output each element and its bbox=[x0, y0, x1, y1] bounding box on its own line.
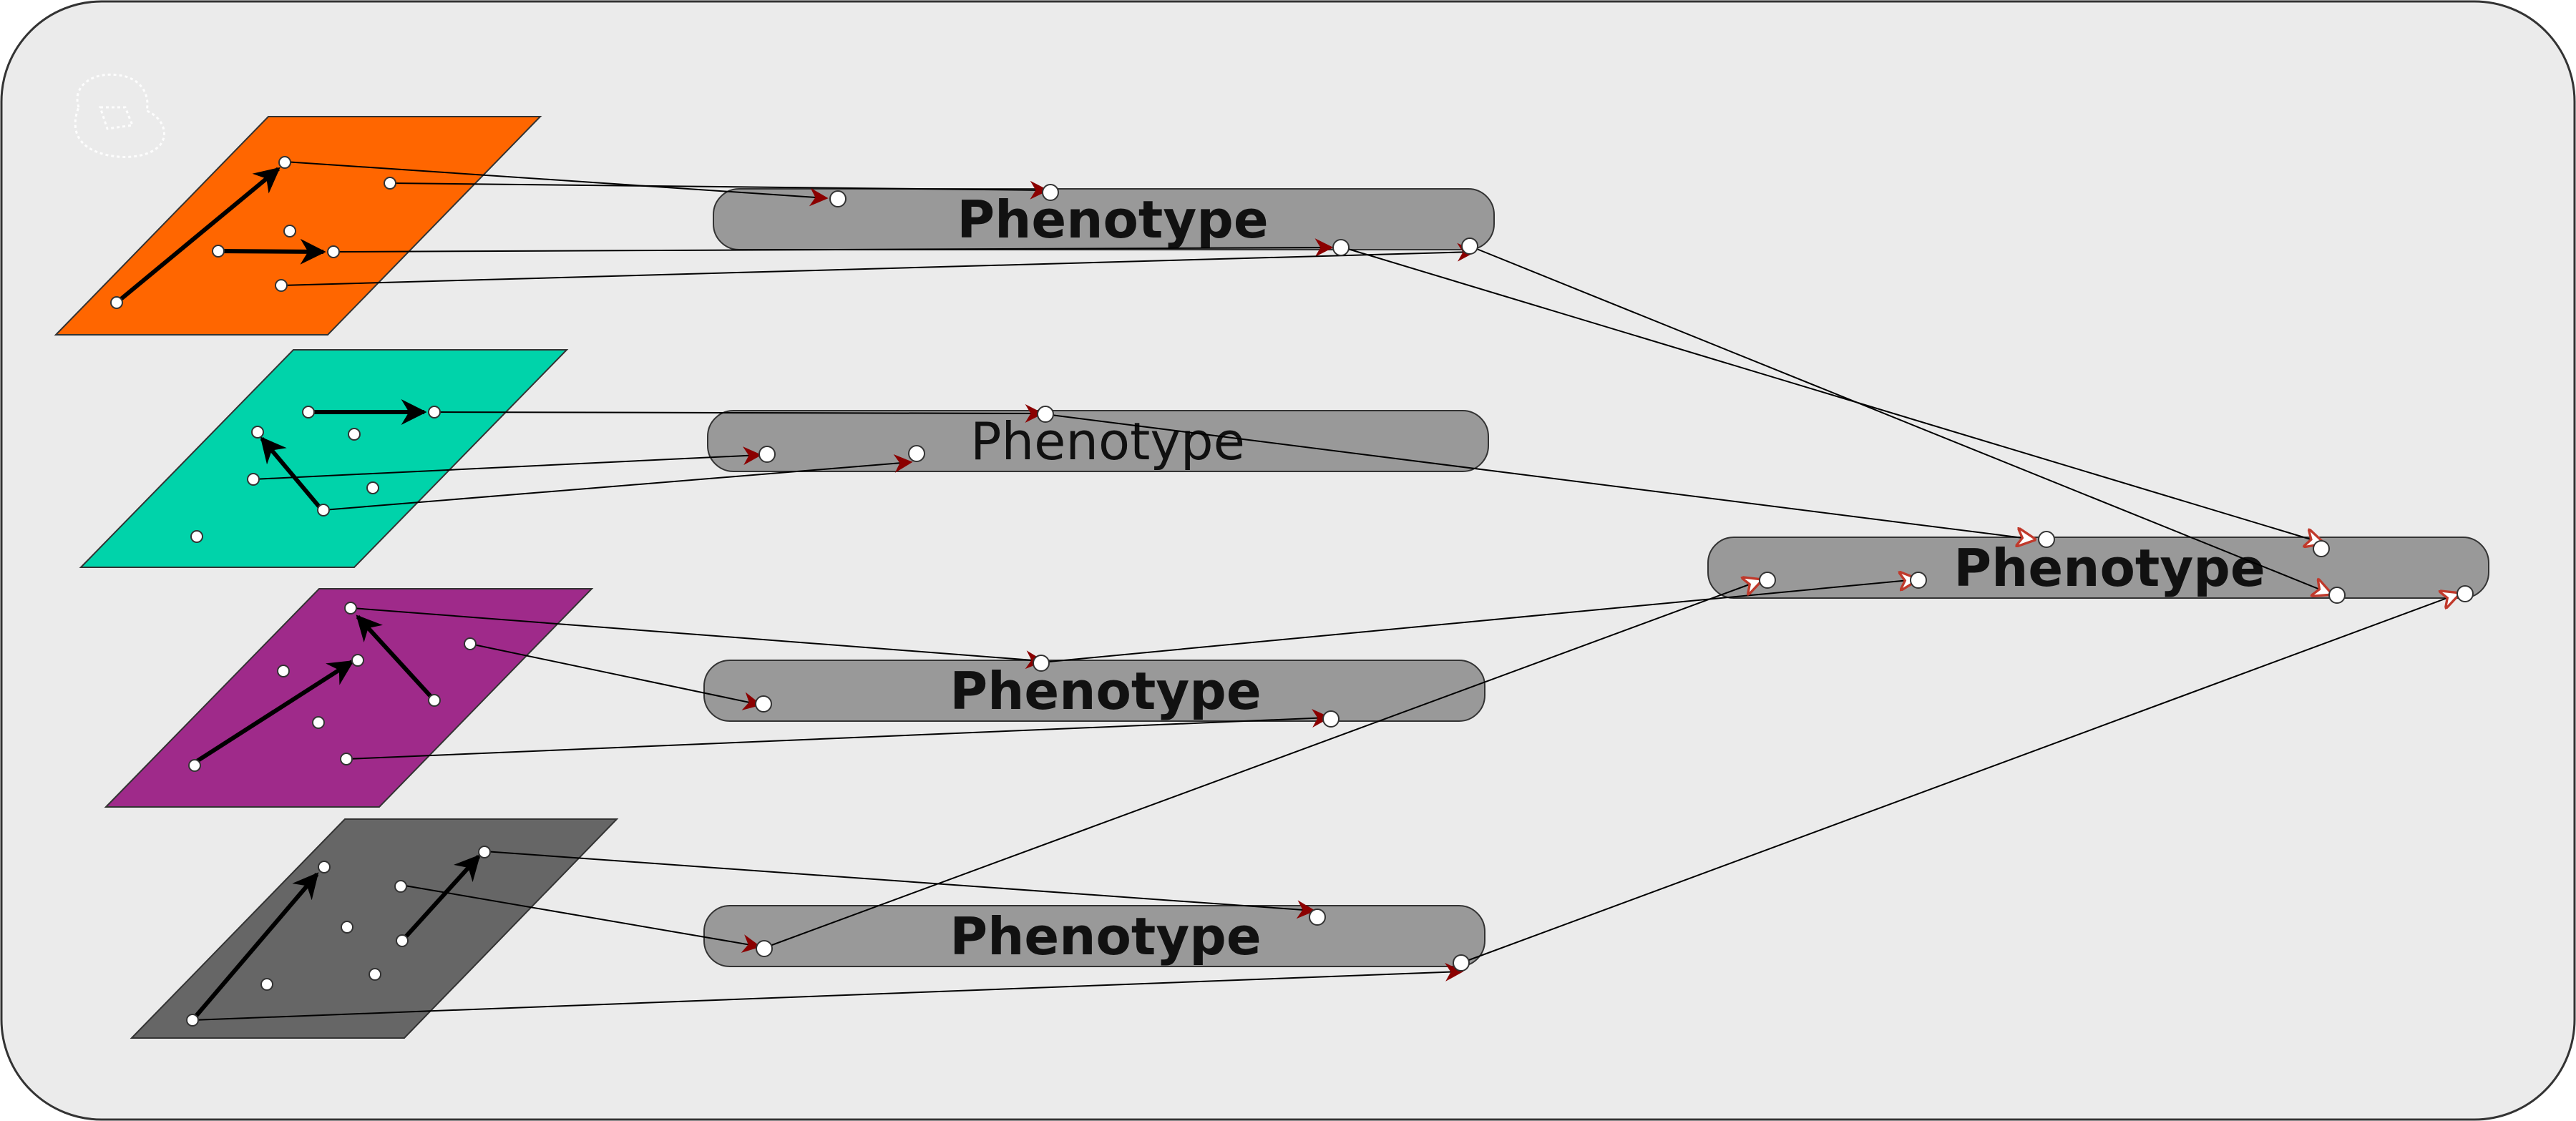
edge bbox=[763, 580, 1761, 949]
layer-plane-teal bbox=[79, 349, 569, 568]
node bbox=[1322, 710, 1340, 728]
phenotype-label-2: Phenotype bbox=[970, 411, 1245, 471]
edge bbox=[333, 238, 1334, 258]
node bbox=[1910, 572, 1927, 589]
node bbox=[1033, 655, 1050, 672]
edge bbox=[1045, 413, 2034, 539]
intra-arrow bbox=[356, 615, 436, 703]
layer-plane-gray bbox=[130, 818, 619, 1039]
node bbox=[2457, 585, 2474, 602]
edge bbox=[284, 161, 829, 207]
phenotype-label-4: Phenotype bbox=[950, 906, 1261, 966]
node bbox=[755, 695, 772, 713]
node bbox=[384, 177, 396, 190]
intra-arrow bbox=[260, 436, 324, 511]
node bbox=[1461, 238, 1478, 255]
phenotype-label-3: Phenotype bbox=[950, 661, 1261, 721]
node bbox=[2313, 540, 2330, 557]
edge bbox=[351, 607, 1045, 670]
phenotype-to-combined-edges bbox=[763, 245, 2459, 964]
edge bbox=[1040, 579, 1917, 663]
node bbox=[1332, 239, 1350, 256]
node bbox=[251, 426, 264, 439]
node bbox=[318, 861, 331, 873]
edge bbox=[484, 851, 1316, 919]
edge bbox=[469, 643, 762, 710]
phenotype-box-1 bbox=[713, 188, 1495, 250]
layer-to-phenotype-edges bbox=[192, 161, 1476, 1021]
node bbox=[396, 934, 409, 947]
edge bbox=[323, 454, 913, 511]
node bbox=[312, 716, 325, 729]
intra-arrow bbox=[400, 854, 481, 943]
node bbox=[1453, 954, 1470, 971]
edge bbox=[192, 962, 1464, 1021]
edge bbox=[389, 180, 1049, 200]
node bbox=[369, 968, 381, 981]
intra-arrow bbox=[193, 660, 355, 765]
edge bbox=[346, 708, 1331, 760]
node bbox=[186, 1014, 199, 1027]
node bbox=[260, 978, 273, 991]
node bbox=[478, 846, 491, 858]
node bbox=[327, 245, 340, 258]
node bbox=[2328, 587, 2346, 604]
node bbox=[394, 880, 407, 893]
node bbox=[348, 428, 361, 441]
node bbox=[1309, 909, 1326, 926]
node bbox=[212, 245, 225, 258]
node bbox=[366, 481, 379, 494]
node bbox=[110, 296, 123, 309]
node bbox=[340, 753, 353, 765]
phenotype-boxes: Phenotype Phenotype Phenotype Phenotype … bbox=[703, 188, 2489, 967]
edge bbox=[280, 243, 1476, 286]
edge bbox=[434, 403, 1044, 423]
node bbox=[428, 406, 441, 418]
node bbox=[247, 473, 260, 486]
node bbox=[1042, 184, 1059, 201]
edge bbox=[253, 446, 762, 480]
intra-arrow bbox=[218, 238, 326, 265]
phenotype-box-3 bbox=[703, 660, 1485, 722]
node bbox=[908, 445, 925, 462]
node bbox=[190, 530, 203, 543]
node bbox=[277, 665, 290, 677]
node bbox=[275, 279, 288, 292]
edge bbox=[1460, 594, 2459, 964]
node bbox=[351, 654, 364, 667]
node bbox=[317, 504, 330, 517]
intra-layer-arrows bbox=[115, 167, 481, 1022]
intra-arrow bbox=[190, 872, 319, 1022]
node bbox=[344, 602, 357, 615]
phenotype-label-combined: Phenotype bbox=[1953, 538, 2265, 598]
node bbox=[302, 406, 315, 418]
node bbox=[829, 190, 847, 207]
node bbox=[2038, 531, 2055, 548]
edge bbox=[1340, 246, 2323, 543]
node bbox=[428, 694, 441, 707]
phenotype-label-1: Phenotype bbox=[957, 190, 1268, 250]
edge bbox=[400, 884, 761, 953]
node bbox=[756, 940, 773, 957]
node bbox=[1759, 572, 1776, 589]
layer-nodes bbox=[110, 156, 491, 1027]
node bbox=[341, 921, 353, 934]
node bbox=[188, 759, 201, 772]
phenotype-box-4 bbox=[703, 905, 1485, 967]
node bbox=[1037, 406, 1054, 423]
edge bbox=[1469, 245, 2331, 594]
faint-sketch-icon bbox=[74, 73, 165, 158]
phenotype-nodes bbox=[755, 184, 2474, 971]
node bbox=[464, 637, 477, 650]
intra-arrow bbox=[115, 167, 280, 305]
node bbox=[758, 446, 776, 463]
node bbox=[278, 156, 291, 169]
node bbox=[283, 225, 296, 238]
